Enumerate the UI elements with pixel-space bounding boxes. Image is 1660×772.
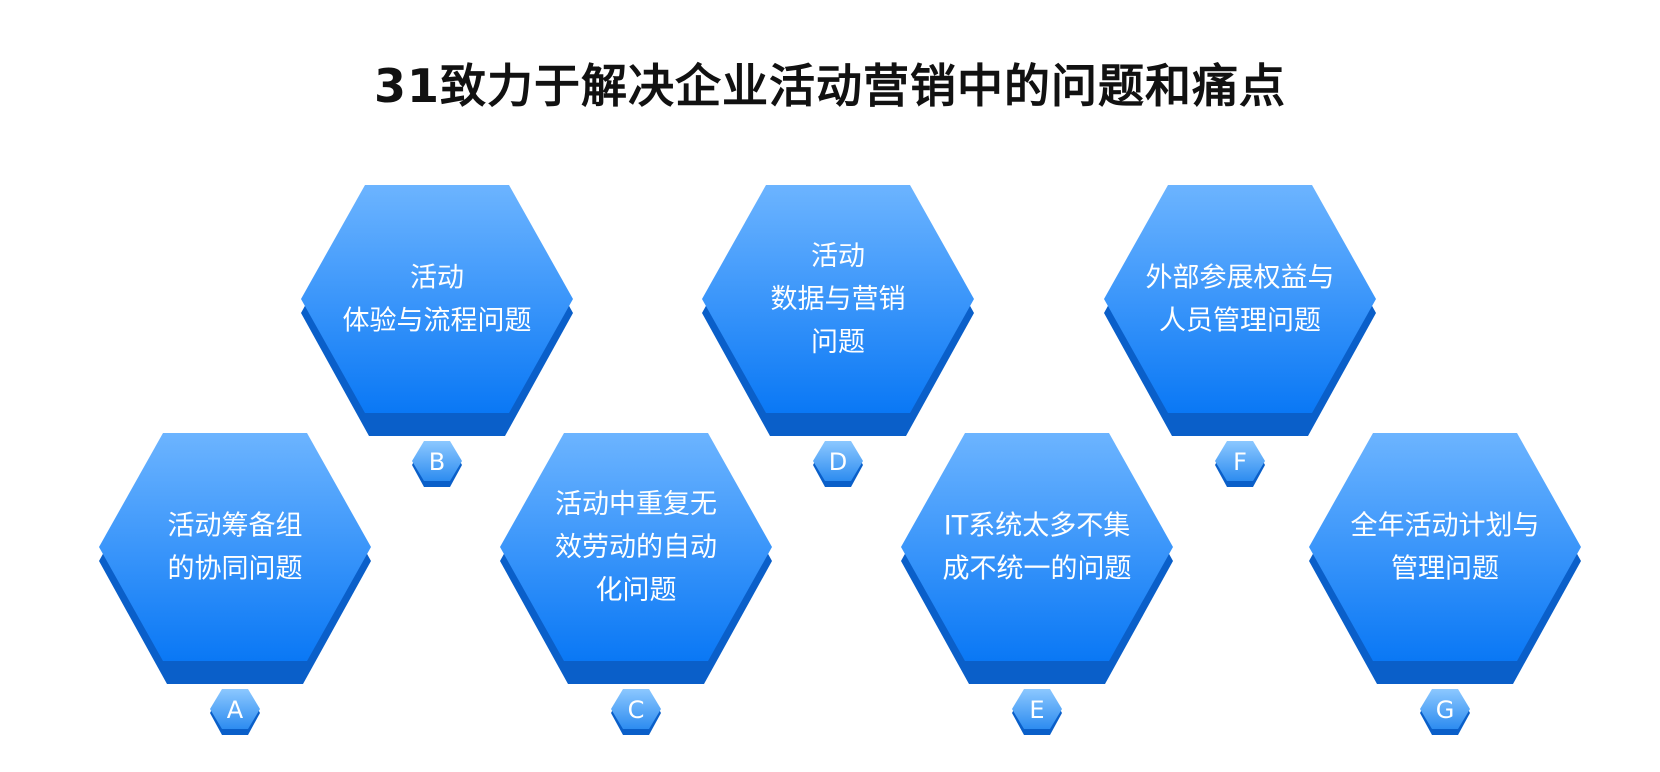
badge-letter: D bbox=[829, 448, 847, 476]
hexagon-face bbox=[702, 185, 974, 413]
hexagon-face bbox=[99, 433, 371, 661]
hexagon-label-line: 活动 bbox=[410, 263, 464, 294]
badge-c: C bbox=[611, 689, 661, 735]
hexagon-label-line: 人员管理问题 bbox=[1159, 306, 1321, 337]
badge-letter: E bbox=[1029, 696, 1044, 724]
badge-g: G bbox=[1420, 689, 1470, 735]
hexagon-face bbox=[1104, 185, 1376, 413]
badge-e: E bbox=[1012, 689, 1062, 735]
hexagon-label-line: 外部参展权益与 bbox=[1146, 263, 1335, 294]
badge-f: F bbox=[1215, 441, 1265, 487]
hexagon-label-line: 活动中重复无 bbox=[555, 489, 717, 520]
badge-letter: G bbox=[1436, 696, 1455, 724]
hexagon-label-line: 化问题 bbox=[596, 575, 677, 606]
badge-hexagon bbox=[412, 441, 462, 481]
badge-a: A bbox=[210, 689, 260, 735]
hexagon-label-line: 问题 bbox=[811, 327, 865, 358]
hexagon-label-line: 体验与流程问题 bbox=[343, 306, 532, 337]
hexagon-face bbox=[301, 185, 573, 413]
hexagon-label-line: 活动筹备组 bbox=[168, 511, 303, 542]
badge-d: D bbox=[813, 441, 863, 487]
hexagon-face bbox=[1309, 433, 1581, 661]
hexagon-label-line: IT系统太多不集 bbox=[944, 511, 1130, 542]
badge-letter: B bbox=[429, 448, 445, 476]
hexagon-label-line: 成不统一的问题 bbox=[943, 554, 1132, 585]
badge-hexagon bbox=[1420, 689, 1470, 729]
badge-hexagon bbox=[813, 441, 863, 481]
hexagon-face bbox=[500, 433, 772, 661]
hexagon-face bbox=[901, 433, 1173, 661]
badge-hexagon bbox=[611, 689, 661, 729]
badge-b: B bbox=[412, 441, 462, 487]
badge-letter: A bbox=[227, 696, 244, 724]
hexagon-label-line: 效劳动的自动 bbox=[555, 532, 717, 563]
badge-hexagon bbox=[1012, 689, 1062, 729]
hexagon-label-line: 数据与营销 bbox=[771, 284, 906, 315]
badge-hexagon bbox=[1215, 441, 1265, 481]
hexagon-label-line: 活动 bbox=[811, 241, 865, 272]
badge-letter: C bbox=[628, 696, 645, 724]
page-title: 31致力于解决企业活动营销中的问题和痛点 bbox=[373, 59, 1286, 113]
badge-hexagon bbox=[210, 689, 260, 729]
hexagon-label-line: 管理问题 bbox=[1391, 554, 1499, 585]
badge-letter: F bbox=[1233, 448, 1247, 476]
hexagon-label-line: 的协同问题 bbox=[168, 554, 303, 585]
hexagon-label-line: 全年活动计划与 bbox=[1351, 511, 1540, 542]
